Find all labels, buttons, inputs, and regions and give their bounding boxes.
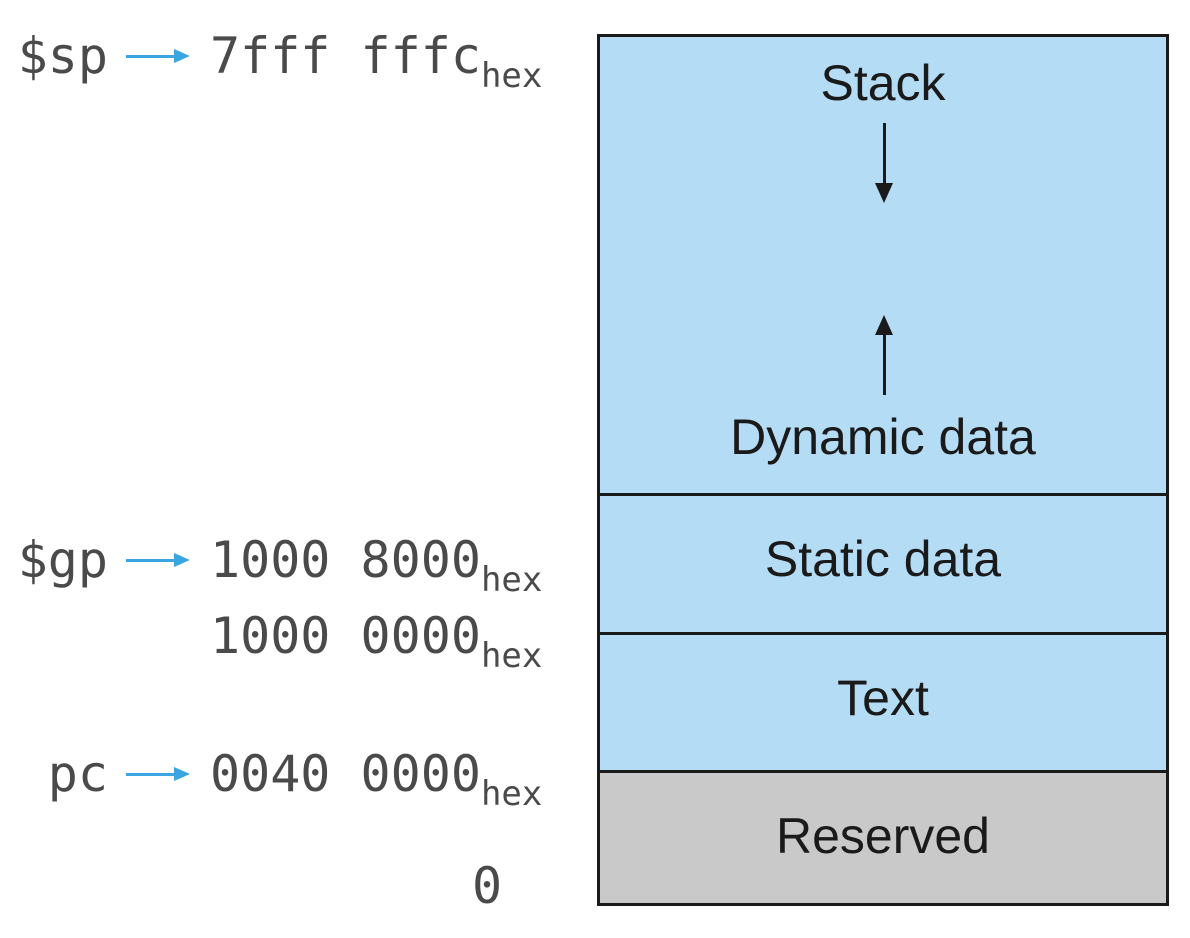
gp-row: $gp 1000 8000hex (0, 530, 580, 600)
dynamic-data-label: Dynamic data (730, 409, 1036, 465)
sp-address: 7fff fffchex (210, 26, 542, 96)
static-data-segment: Static data (600, 493, 1166, 632)
pc-register-label: pc (47, 745, 108, 803)
reserved-label: Reserved (776, 808, 990, 864)
heap-grows-up-arrow-icon (875, 315, 893, 395)
stack-dynamic-segment: Stack Dynamic data (600, 37, 1166, 493)
stack-grows-down-arrow-icon (875, 123, 893, 203)
gp-address: 1000 8000hex (210, 530, 542, 600)
sp-register-label: $sp (17, 27, 108, 85)
pc-address: 0040 0000hex (210, 744, 542, 814)
sp-address-value: 7fff fffc (210, 27, 481, 85)
sp-address-suffix: hex (480, 56, 543, 96)
static-start-row: 1000 0000hex (0, 606, 580, 676)
static-data-label: Static data (764, 531, 1002, 587)
gp-address-value: 1000 8000 (210, 531, 481, 589)
text-segment: Text (600, 632, 1166, 770)
gp-address-suffix: hex (480, 560, 543, 600)
memory-map: Stack Dynamic data Static data Text Rese… (597, 34, 1169, 906)
static-start-address-value: 1000 0000 (210, 607, 481, 665)
bottom-address-zero: 0 (472, 857, 503, 915)
reserved-segment: Reserved (600, 770, 1166, 903)
pc-row: pc 0040 0000hex (0, 744, 580, 814)
pc-address-suffix: hex (480, 774, 543, 814)
text-label: Text (837, 670, 929, 726)
pc-address-value: 0040 0000 (210, 745, 481, 803)
gp-register-label: $gp (17, 531, 108, 589)
sp-row: $sp 7fff fffchex (0, 26, 580, 96)
stack-label: Stack (820, 55, 946, 111)
static-start-address: 1000 0000hex (210, 606, 542, 676)
static-start-address-suffix: hex (480, 636, 543, 676)
